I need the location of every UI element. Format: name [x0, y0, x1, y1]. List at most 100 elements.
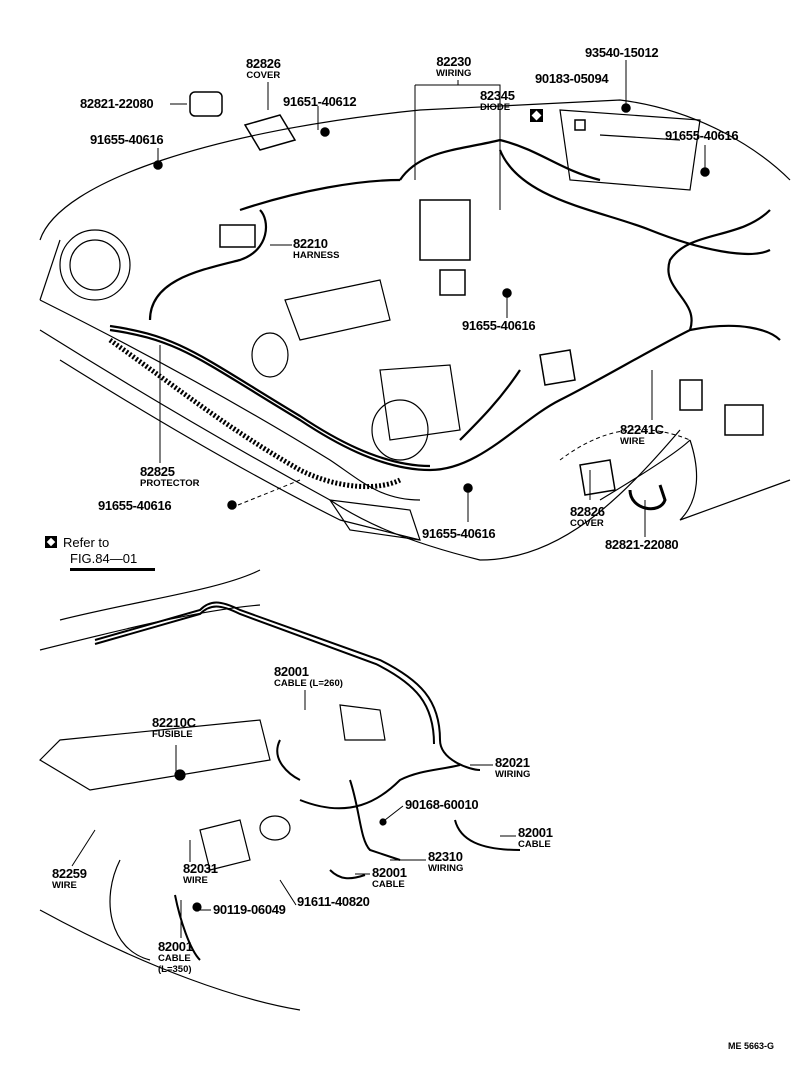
part-name: CABLE	[372, 879, 405, 890]
label-91651-40612: 91651-40612	[283, 94, 357, 109]
part-number: 82001	[158, 939, 193, 954]
part-number: 82241C	[620, 422, 664, 437]
drawing-code: ME 5663-G	[728, 1041, 775, 1051]
part-number: 91651-40612	[283, 94, 357, 109]
part-name: WIRE	[183, 875, 208, 886]
label-91611-40820: 91611-40820	[297, 895, 370, 908]
part-number: 90119-06049	[213, 902, 286, 917]
note-text: Refer to	[63, 535, 110, 550]
part-number: 82826	[570, 504, 605, 519]
bumper-lower	[59, 359, 421, 541]
leader-lines-upper	[157, 60, 706, 537]
part-name: WIRE	[620, 436, 645, 447]
part-name: DIODE	[480, 102, 511, 113]
part-number: 82821-22080	[605, 537, 679, 552]
label-91655-40616-left-bottom: 91655-40616	[98, 498, 172, 513]
label-90119-06049: 90119-06049	[213, 903, 286, 916]
part-name: WIRING	[436, 68, 472, 79]
part-number: 91655-40616	[665, 128, 739, 143]
headlight	[59, 229, 131, 301]
part-number: 90168-60010	[405, 797, 479, 812]
part-name: CABLE	[158, 953, 191, 964]
label-90183-05094: 90183-05094	[535, 71, 609, 86]
reference-note: Refer to FIG.84—01	[45, 535, 155, 571]
grille-opening	[328, 499, 421, 541]
part-name: HARNESS	[293, 250, 340, 261]
part-name: WIRE	[52, 880, 77, 891]
part-name: WIRING	[495, 769, 531, 780]
hood-outline	[39, 99, 791, 241]
protector-tube	[108, 337, 402, 489]
starter	[199, 819, 251, 871]
part-name: FUSIBLE	[152, 729, 193, 740]
part-number: 82001	[372, 865, 407, 880]
part-number: 82210C	[152, 715, 196, 730]
part-number: 91655-40616	[98, 498, 172, 513]
lower-fender	[39, 859, 301, 1011]
label-91655-40616-mid: 91655-40616	[462, 318, 536, 333]
part-name: COVER	[246, 70, 281, 81]
fender-outline	[39, 239, 421, 501]
part-number: 82021	[495, 755, 530, 770]
part-number: 91655-40616	[422, 526, 496, 541]
part-number: 90183-05094	[535, 71, 609, 86]
part-name: COVER	[570, 518, 604, 529]
part-number: 82001	[274, 664, 309, 679]
part-number: 82001	[518, 825, 553, 840]
part-number: 82310	[428, 849, 463, 864]
part-number: 93540-15012	[585, 45, 659, 60]
part-number: 82259	[52, 866, 87, 881]
small-parts-upper	[153, 91, 764, 511]
part-length: (L=350)	[158, 963, 192, 975]
part-number: 82031	[183, 861, 218, 876]
relay-box	[559, 109, 701, 191]
part-name: WIRING	[428, 863, 464, 874]
label-82821-22080-bottom: 82821-22080	[605, 537, 679, 552]
part-name: PROTECTOR	[140, 478, 200, 489]
part-number: 91655-40616	[462, 318, 536, 333]
refer-diamond-icon	[45, 536, 57, 548]
part-number: 82210	[293, 236, 328, 251]
label-90168-60010: 90168-60010	[405, 797, 479, 812]
engine-block	[39, 719, 271, 791]
part-number: 82821-22080	[80, 96, 154, 111]
leader-lines-lower	[71, 690, 516, 938]
label-91655-40616-right-top: 91655-40616	[665, 128, 739, 143]
figure-reference: FIG.84—01	[70, 551, 155, 571]
part-number: 82825	[140, 464, 175, 479]
label-93540-15012: 93540-15012	[585, 45, 659, 60]
label-82821-22080-top: 82821-22080	[80, 96, 154, 111]
bumper-outline	[39, 329, 681, 561]
part-number: 91655-40616	[90, 132, 164, 147]
fender-arch	[599, 439, 791, 521]
label-91655-40616-left-top: 91655-40616	[90, 132, 164, 147]
part-number: 91611-40820	[297, 894, 370, 909]
part-number: 82230	[436, 54, 471, 69]
air-cleaner	[284, 279, 391, 341]
part-number: 82345	[480, 88, 515, 103]
battery	[379, 364, 461, 441]
refer-diamond-icon	[530, 109, 543, 122]
lower-harness-path	[94, 601, 521, 961]
part-number: 82826	[246, 56, 281, 71]
label-91655-40616-center-bottom: 91655-40616	[422, 526, 496, 541]
lower-hood-line	[39, 569, 261, 651]
part-name: CABLE	[518, 839, 551, 850]
